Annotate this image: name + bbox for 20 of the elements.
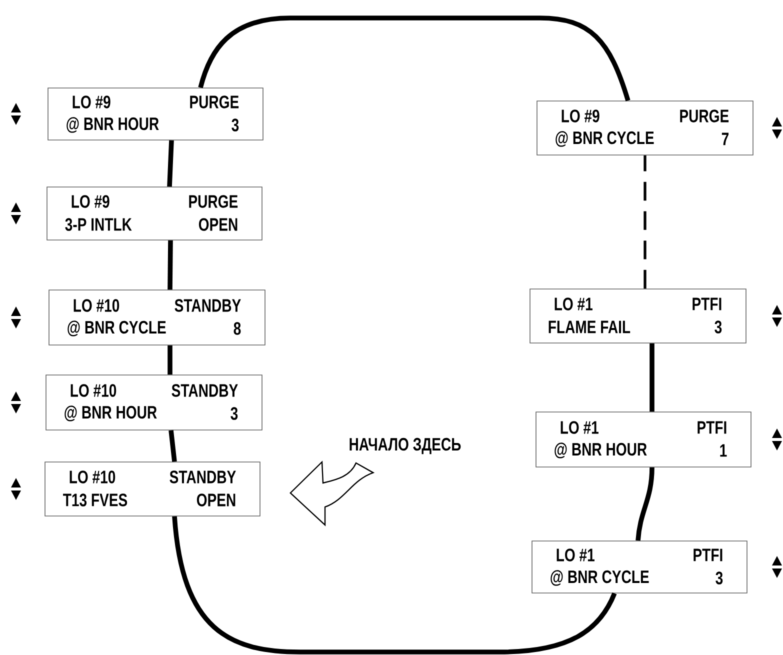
display-box: LO #1 PTFI @ BNR CYCLE 3 xyxy=(532,540,748,594)
display-box: LO #9 PURGE @ BNR CYCLE 7 xyxy=(536,100,754,156)
display-box: LO #10 STANDBY @ BNR HOUR 3 xyxy=(46,374,262,430)
connector-line xyxy=(636,467,654,541)
connector-line xyxy=(198,16,630,102)
display-box: LO #10 STANDBY T13 FVES OPEN xyxy=(44,462,260,516)
display-box: LO #1 PTFI FLAME FAIL 3 xyxy=(530,288,746,344)
display-box: LO #10 STANDBY @ BNR CYCLE 8 xyxy=(48,290,266,346)
start-label: НАЧАЛО ЗДЕСЬ xyxy=(350,438,461,454)
connector-line xyxy=(168,240,173,290)
connector-line xyxy=(167,140,174,187)
connector-line xyxy=(644,155,646,289)
connector-line xyxy=(168,345,172,375)
block-arrow xyxy=(290,461,374,526)
connector-line xyxy=(168,430,177,462)
display-box: LO #1 PTFI @ BNR HOUR 1 xyxy=(536,412,752,468)
connector-line xyxy=(650,343,654,412)
connector-line xyxy=(172,516,617,654)
display-box: LO #9 PURGE @ BNR HOUR 3 xyxy=(48,88,264,140)
display-box: LO #9 PURGE 3-P INTLK OPEN xyxy=(46,186,262,240)
